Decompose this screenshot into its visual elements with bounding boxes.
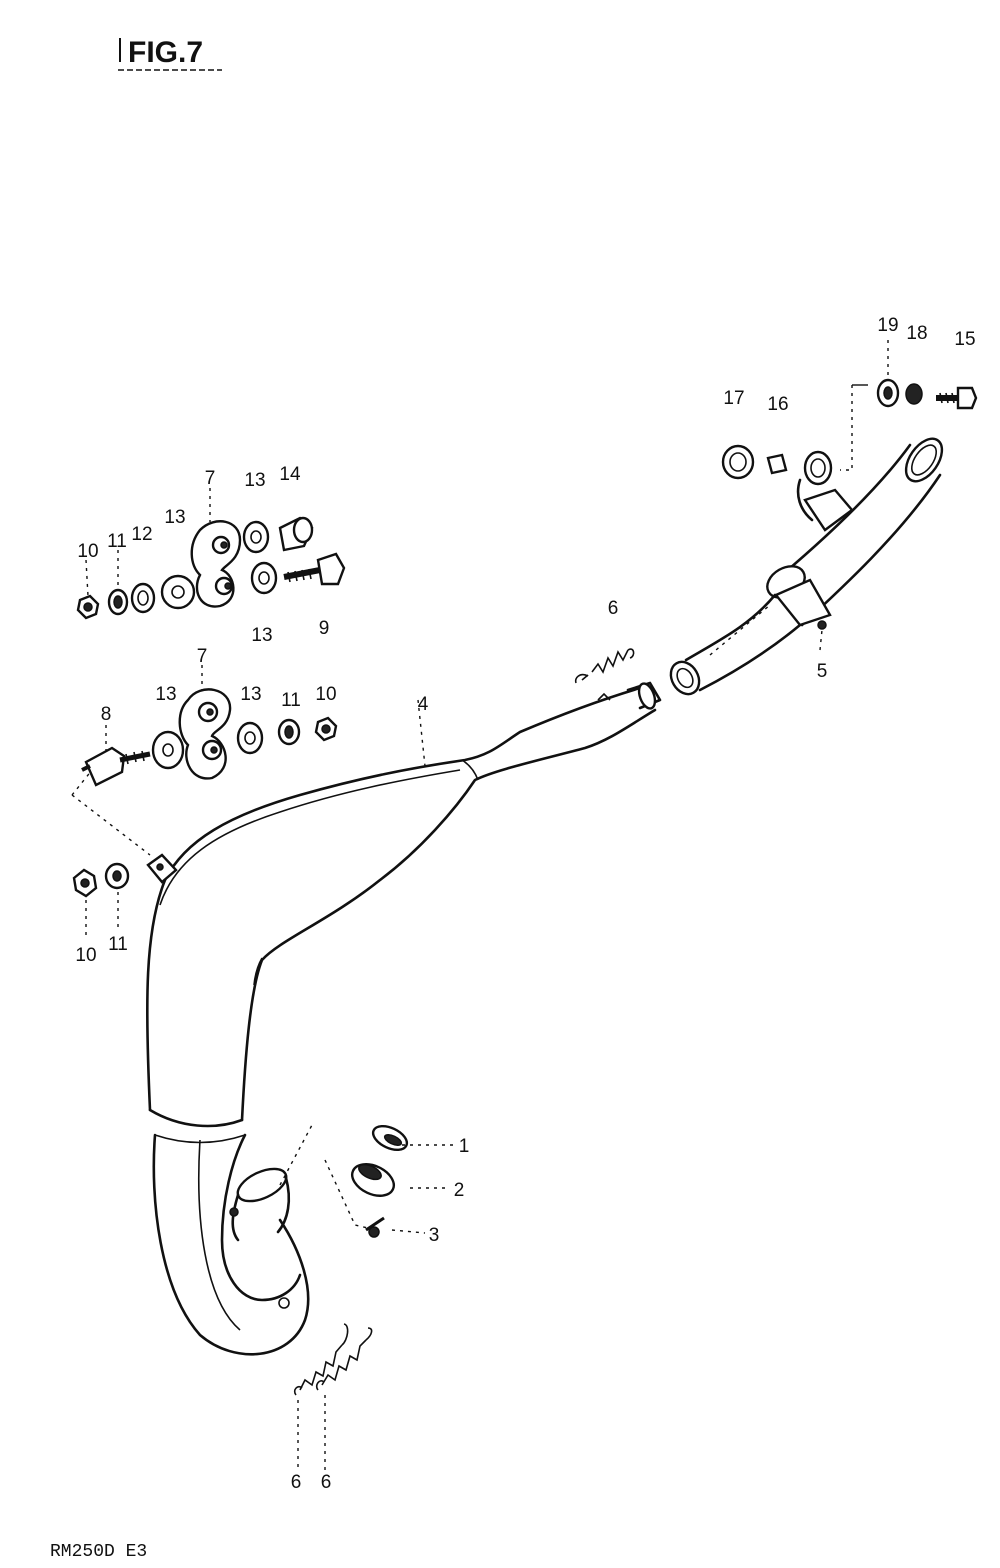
- washer-11-left: [104, 862, 130, 890]
- callout-15: 15: [954, 329, 975, 350]
- washer-19: [876, 378, 900, 408]
- expansion-chamber: [145, 681, 662, 1356]
- callout-11-lower: 11: [281, 690, 301, 711]
- washer-13-upper-middle: [242, 520, 270, 554]
- callout-4: 4: [418, 694, 429, 715]
- callout-2: 2: [454, 1180, 465, 1201]
- figure-title-text: FIG.7: [128, 36, 203, 69]
- callout-10-left: 10: [75, 945, 96, 966]
- nut-10-left: [72, 868, 98, 898]
- callout-5: 5: [817, 661, 828, 682]
- nut-10-upper: [76, 594, 100, 620]
- gasket-1: [371, 1124, 409, 1152]
- bolt-9: [283, 552, 346, 586]
- spring-6-upper: [574, 648, 635, 684]
- washer-13-lower-right: [236, 721, 264, 755]
- callout-11-left: 11: [108, 934, 128, 955]
- silencer: [669, 437, 944, 696]
- callout-10-lower: 10: [315, 684, 336, 705]
- washer-11-lower: [277, 718, 301, 746]
- gasket-2: [351, 1163, 395, 1197]
- callout-13-lower-left: 13: [155, 684, 176, 705]
- washer-12: [130, 582, 156, 614]
- callouts: 1 2 3 4 5 6 6 6 7 7 8 9 10 10 10 11 11 1…: [75, 315, 975, 1493]
- callout-13-lower-right: 13: [240, 684, 261, 705]
- callout-18: 18: [906, 323, 927, 344]
- washer-13-upper-lower: [250, 561, 278, 595]
- callout-1: 1: [459, 1136, 470, 1157]
- callout-13-upper-middle: 13: [244, 470, 265, 491]
- model-footer: RM250D E3: [50, 1542, 147, 1562]
- callout-6-upper: 6: [608, 598, 619, 619]
- callout-10-upper: 10: [77, 541, 98, 562]
- figure-title: FIG.7: [118, 36, 222, 71]
- washer-13-lower-left: [151, 730, 185, 770]
- washer-11-upper: [107, 588, 129, 616]
- damper-7-lower: [178, 688, 232, 780]
- nut-10-lower: [314, 716, 338, 742]
- callout-7-upper: 7: [205, 468, 216, 489]
- callout-11-upper: 11: [107, 531, 127, 552]
- bolt-15: [936, 386, 978, 410]
- callout-6-lower-right: 6: [321, 1472, 332, 1493]
- callout-12: 12: [131, 524, 152, 545]
- callout-16: 16: [767, 394, 788, 415]
- callout-13-upper-lower: 13: [251, 625, 272, 646]
- callout-3: 3: [429, 1225, 440, 1246]
- callout-9: 9: [319, 618, 330, 639]
- collar-16: [766, 453, 788, 475]
- stud-8: [81, 746, 151, 787]
- washer-18: [905, 383, 923, 405]
- spring-6-lower-right: [315, 1327, 373, 1391]
- callout-17: 17: [723, 388, 744, 409]
- washer-13-upper-left: [160, 574, 196, 610]
- collar-14: [278, 516, 314, 552]
- callout-8: 8: [101, 704, 112, 725]
- damper-17: [721, 444, 755, 480]
- callout-6-lower-left: 6: [291, 1472, 302, 1493]
- callout-19: 19: [877, 315, 898, 336]
- damper-7-upper: [190, 520, 242, 608]
- spring-6-lower-left: [293, 1323, 349, 1396]
- callout-13-upper-left: 13: [164, 507, 185, 528]
- bolt-3: [365, 1216, 385, 1238]
- callout-14: 14: [279, 464, 301, 485]
- callout-7-lower: 7: [197, 646, 208, 667]
